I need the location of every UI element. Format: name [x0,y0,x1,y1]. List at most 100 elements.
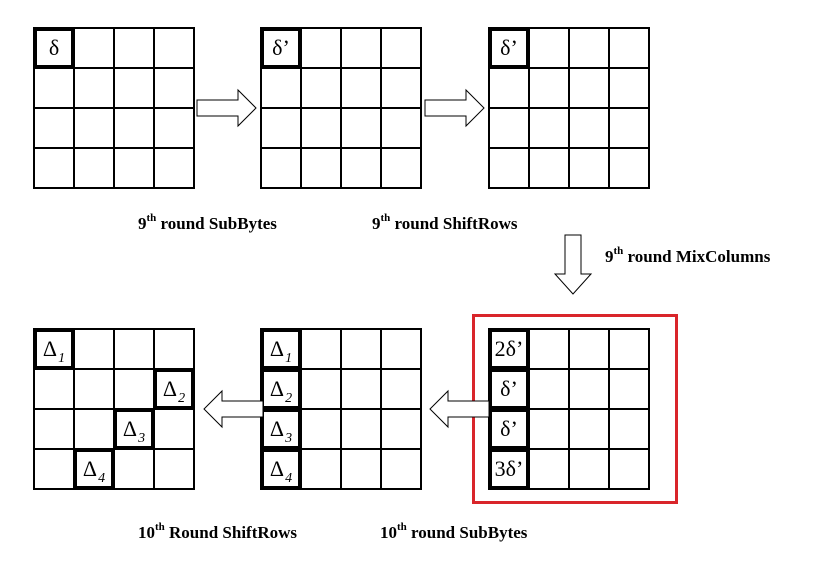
grid-cell [569,369,609,409]
grid-cell [341,409,381,449]
grid-cell [34,369,74,409]
grid-cell-marked: δ [34,28,74,68]
grid-cell-marked: Δ3 [114,409,154,449]
arrow-left-2 [429,389,490,429]
grid-cell [154,28,194,68]
grid-cell [301,28,341,68]
cell-label: Δ2 [162,376,186,406]
grid-cell [381,28,421,68]
grid-cell [529,449,569,489]
grid-cell [489,148,529,188]
grid-cell-marked: Δ1 [261,329,301,369]
grid-cell [114,148,154,188]
cell-label: 3δ’ [494,456,524,481]
grid-cell [74,28,114,68]
arrow-left-1 [203,389,264,429]
cell-label: δ [48,35,60,60]
grid-cell-marked: Δ2 [154,369,194,409]
grid-cell [529,28,569,68]
grid-cell [154,148,194,188]
cell-label: Δ1 [42,336,66,366]
grid-cell [261,68,301,108]
grid-cell [609,369,649,409]
grid-cell [301,68,341,108]
grid-cell [341,148,381,188]
arrow-right-1 [196,88,257,128]
grid-cell [34,148,74,188]
grid-cell [609,68,649,108]
grid-cell [489,108,529,148]
cell-label: Δ3 [122,416,146,446]
grid-cell [114,369,154,409]
grid-cell-marked: Δ4 [74,449,114,489]
grid-cell [74,108,114,148]
cell-label: δ’ [272,35,290,60]
grid-cell [341,68,381,108]
grid-cell [114,68,154,108]
highlight-box [472,314,678,504]
grid-cell [74,148,114,188]
grid-cell-marked: Δ1 [34,329,74,369]
grid-cell [569,28,609,68]
caption-10th-subbytes: 10th round SubBytes [380,521,528,542]
cell-label: Δ1 [269,336,293,366]
grid-cell-marked: 3δ’ [489,449,529,489]
grid-cell [301,409,341,449]
grid-cell [341,449,381,489]
grid-cell [341,108,381,148]
caption-9th-shiftrows: 9th round ShiftRows [372,212,518,233]
grid-cell-marked: δ’ [489,409,529,449]
grid-cell [154,329,194,369]
grid-cell [529,108,569,148]
grid-cell [34,68,74,108]
grid-cell [381,68,421,108]
cell-label: δ’ [500,35,518,60]
grid-cell [381,148,421,188]
grid-cell [609,409,649,449]
cell-label: Δ2 [269,376,293,406]
grid-cell [74,409,114,449]
grid-cell-marked: Δ4 [261,449,301,489]
grid-cell [114,28,154,68]
grid-cell [529,148,569,188]
grid-cell [609,108,649,148]
grid-cell [261,148,301,188]
cell-label: Δ4 [82,456,106,486]
grid-9th-mixcolumns-output: 2δ’δ’δ’3δ’ [488,328,650,490]
cell-label: δ’ [500,416,518,441]
grid-cell [529,329,569,369]
grid-cell [34,449,74,489]
grid-cell-marked: δ’ [261,28,301,68]
grid-cell [301,369,341,409]
grid-cell [154,449,194,489]
grid-cell [609,449,649,489]
grid-cell [381,409,421,449]
grid-cell [154,68,194,108]
grid-cell [301,108,341,148]
grid-cell [301,449,341,489]
grid-9th-shiftrows-output: δ’ [488,27,650,189]
grid-cell [569,449,609,489]
grid-cell [569,329,609,369]
grid-cell [74,369,114,409]
grid-cell [301,148,341,188]
grid-cell [154,108,194,148]
grid-cell [609,148,649,188]
grid-cell [529,369,569,409]
grid-cell [569,148,609,188]
grid-cell [381,108,421,148]
grid-cell [154,409,194,449]
grid-cell [261,108,301,148]
caption-10th-shiftrows: 10th Round ShiftRows [138,521,298,542]
grid-cell [114,449,154,489]
grid-cell [74,329,114,369]
cell-label: 2δ’ [494,336,524,361]
grid-cell [74,68,114,108]
grid-cell [381,369,421,409]
grid-cell [381,329,421,369]
grid-cell [114,108,154,148]
grid-cell [34,409,74,449]
grid-cell-marked: δ’ [489,28,529,68]
grid-cell [529,409,569,449]
